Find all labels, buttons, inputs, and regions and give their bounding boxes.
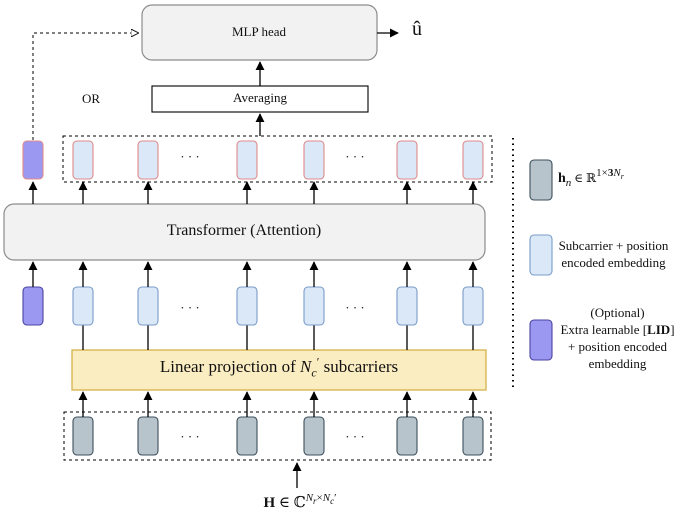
ellipsis-input-1: · · · xyxy=(180,429,200,444)
output-token xyxy=(303,140,325,180)
embedding-token xyxy=(303,286,325,326)
output-token xyxy=(462,140,484,180)
lid-output-token xyxy=(22,140,44,180)
or-label: OR xyxy=(82,91,101,106)
transformer-block xyxy=(3,203,486,261)
input-token xyxy=(303,416,325,456)
transformer-label: Transformer (Attention) xyxy=(166,222,322,239)
input-token xyxy=(236,416,258,456)
output-token-group xyxy=(62,135,493,183)
legend-lid-swatch xyxy=(529,319,553,361)
linear-projection-label: Linear projection of Nc′ subcarriers xyxy=(159,354,399,380)
ellipsis-output-2: · · · xyxy=(345,149,365,164)
input-token xyxy=(137,416,159,456)
input-token xyxy=(396,416,418,456)
output-token xyxy=(396,140,418,180)
embedding-token xyxy=(236,286,258,326)
embedding-token xyxy=(137,286,159,326)
lid-dashed-path xyxy=(32,33,138,140)
averaging-label: Averaging xyxy=(233,90,287,105)
output-token xyxy=(72,140,94,180)
embedding-token xyxy=(72,286,94,326)
input-token-group xyxy=(63,411,492,461)
legend-raw-token-swatch xyxy=(529,159,553,201)
legend-lid-label: (Optional) Extra learnable [LID] + posit… xyxy=(560,305,675,371)
averaging-block xyxy=(151,85,369,113)
mlp-head-label: MLP head xyxy=(231,24,287,39)
input-token xyxy=(462,416,484,456)
ellipsis-output-1: · · · xyxy=(180,149,200,164)
lid-embedding-token xyxy=(22,286,44,326)
output-token xyxy=(236,140,258,180)
input-token xyxy=(72,416,94,456)
output-symbol: û xyxy=(412,18,422,40)
linear-projection-block xyxy=(71,349,487,391)
legend-embedding-label: Subcarrier + position encoded embedding xyxy=(558,238,669,270)
input-matrix-label: H ∈ ℂNr×Nc′ xyxy=(263,492,337,512)
ellipsis-input-2: · · · xyxy=(345,429,365,444)
embedding-token xyxy=(462,286,484,326)
embedding-token xyxy=(396,286,418,326)
legend-embedding-swatch xyxy=(529,234,553,276)
output-token xyxy=(137,140,159,180)
ellipsis-embed-2: · · · xyxy=(345,300,365,315)
legend-raw-token-label: hn ∈ ℝ1×3Nr xyxy=(558,167,624,189)
ellipsis-embed-1: · · · xyxy=(180,300,200,315)
